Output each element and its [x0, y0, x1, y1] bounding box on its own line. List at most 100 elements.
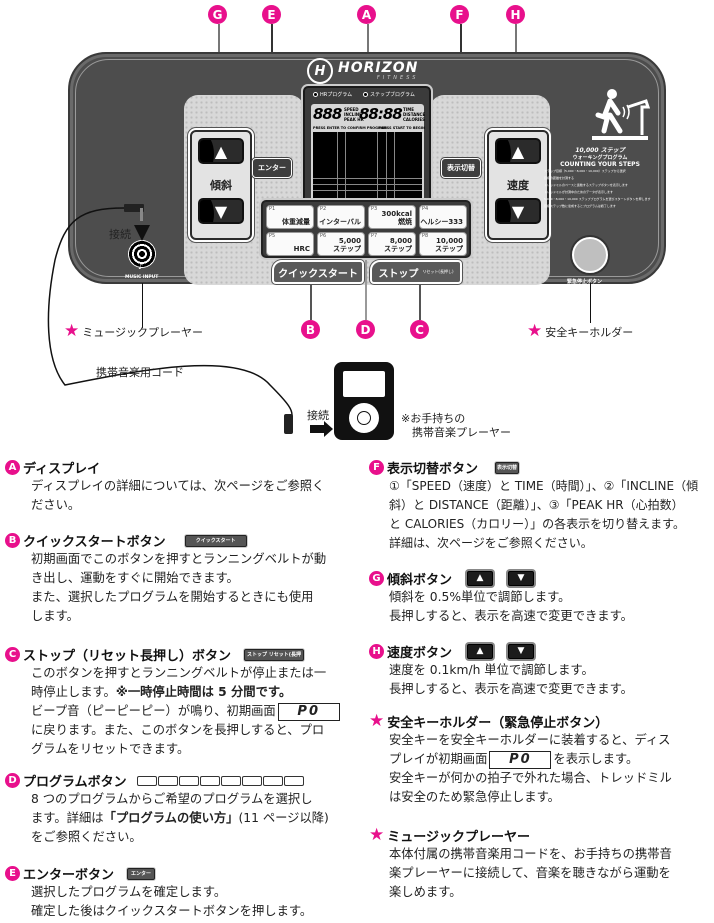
program-buttons-icon [136, 773, 304, 788]
callout-badge-f: F [450, 5, 469, 24]
connect-label-top: 接続 [109, 228, 131, 241]
incline-down-icon: ▼ [508, 571, 535, 586]
callout-badge-g: G [208, 5, 227, 24]
section-safety-key: ★安全キーホルダー（緊急停止ボタン） 安全キーを安全キーホルダーに装着すると、デ… [369, 711, 672, 805]
walking-program-info: 10,000 ステップ ウォーキングプログラム COUNTING YOUR ST… [544, 85, 670, 210]
speed-down-icon: ▼ [508, 644, 535, 659]
speed-down-button[interactable]: ▼ [495, 198, 541, 224]
section-title: エンターボタン [23, 868, 115, 883]
initial-screen-p0: P0 [277, 702, 340, 721]
treadmill-walker-icon [570, 85, 670, 145]
portable-player-note-2: 携帯音楽プレーヤー [412, 426, 511, 439]
badge-b: B [5, 533, 20, 548]
speed-up-button[interactable]: ▲ [495, 138, 541, 164]
star-icon: ★ [527, 321, 543, 341]
portable-music-player-icon [334, 362, 394, 440]
safety-key-holder[interactable] [572, 237, 608, 273]
section-title: プログラムボタン [23, 775, 127, 790]
section-title: クイックスタートボタン [23, 535, 166, 550]
enter-button[interactable]: エンター [252, 158, 292, 178]
triangle-up-icon: ▲ [214, 141, 228, 161]
callout-badge-b: B [301, 320, 320, 339]
music-input-jack[interactable] [128, 240, 156, 268]
star-icon: ★ [369, 711, 385, 731]
badge-c: C [5, 647, 20, 662]
walking-steps: 10,000 ステップ [575, 147, 625, 154]
triangle-down-icon: ▼ [214, 201, 228, 221]
stop-button[interactable]: ストップ リセット(長押し) [370, 260, 462, 284]
lcd-prompt-left: PRESS ENTER TO CONFIRM PROGRAM [313, 126, 387, 130]
brand-sub: FITNESS [376, 75, 419, 81]
logo-mark-icon: H [307, 58, 333, 84]
section-title: 傾斜ボタン [387, 573, 453, 588]
callout-line-b [310, 284, 312, 320]
portable-player-note-1: ※お手持ちの [401, 412, 466, 425]
callout-badge-h: H [506, 5, 525, 24]
quick-start-button[interactable]: クイックスタート [272, 260, 364, 284]
quick-start-button-icon: クイックスタート [184, 534, 247, 547]
callout-line-d [365, 260, 367, 320]
incline-down-button[interactable]: ▼ [198, 198, 244, 224]
speed-label: 速度 [507, 179, 529, 192]
right-arrow-icon [310, 425, 324, 433]
emergency-stop-label: 緊急停止ボタン [567, 279, 603, 285]
incline-up-icon: ▲ [467, 571, 494, 586]
initial-screen-p0: P0 [489, 750, 552, 769]
badge-h: H [369, 644, 384, 659]
horizon-logo: H HORIZON FITNESS [307, 58, 418, 84]
connect-label-bottom: 接続 [307, 409, 329, 422]
star-icon: ★ [369, 825, 385, 845]
badge-f: F [369, 460, 384, 475]
triangle-down-icon: ▼ [511, 201, 525, 221]
triangle-up-icon: ▲ [511, 141, 525, 161]
lcd-left-digits: 888 [313, 105, 342, 123]
speed-up-icon: ▲ [467, 644, 494, 659]
section-title: 安全キーホルダー（緊急停止ボタン） [387, 716, 609, 731]
lcd-right-digits: 88:88 [359, 105, 403, 123]
incline-button-group: ▲ 傾斜 ▼ [190, 130, 252, 240]
walking-notes: ステップ目標（5,000・8,000・10,000）ステップから選択 目標の距離… [544, 169, 651, 208]
audio-cord [47, 207, 293, 416]
portable-plug-icon [284, 414, 293, 434]
brand-name: HORIZON [338, 60, 419, 76]
badge-e: E [5, 866, 20, 881]
step-program-indicator: ステップブログラム [363, 91, 415, 98]
display-switch-button[interactable]: 表示切替 [441, 158, 481, 178]
down-arrow-icon [134, 225, 150, 241]
callout-badge-e: E [262, 5, 281, 24]
music-player-callout: ★ミュージックプレーヤー [64, 321, 204, 341]
callout-line-music [142, 283, 143, 328]
lcd-matrix [313, 132, 422, 199]
cord-label: 携帯音楽用コード [96, 366, 184, 379]
walking-program: ウォーキングプログラム [572, 155, 628, 161]
incline-label: 傾斜 [210, 179, 232, 192]
music-note-icon: ♪ [138, 262, 144, 271]
walking-title: COUNTING YOUR STEPS [560, 161, 640, 168]
section-title: 速度ボタン [387, 646, 453, 661]
display-switch-button-icon: 表示切替 [495, 461, 520, 474]
badge-a: A [5, 460, 20, 475]
section-music-player: ★ミュージックプレーヤー 本体付属の携帯音楽用コードを、お手持ちの携帯音楽プレー… [369, 825, 672, 900]
music-input-label: MUSIC INPUT [125, 275, 159, 280]
incline-up-button[interactable]: ▲ [198, 138, 244, 164]
callout-badge-c: C [410, 320, 429, 339]
callout-line-c [419, 284, 421, 320]
badge-g: G [369, 571, 384, 586]
enter-button-icon: エンター [127, 867, 156, 880]
section-title: ミュージックプレーヤー [387, 830, 530, 845]
